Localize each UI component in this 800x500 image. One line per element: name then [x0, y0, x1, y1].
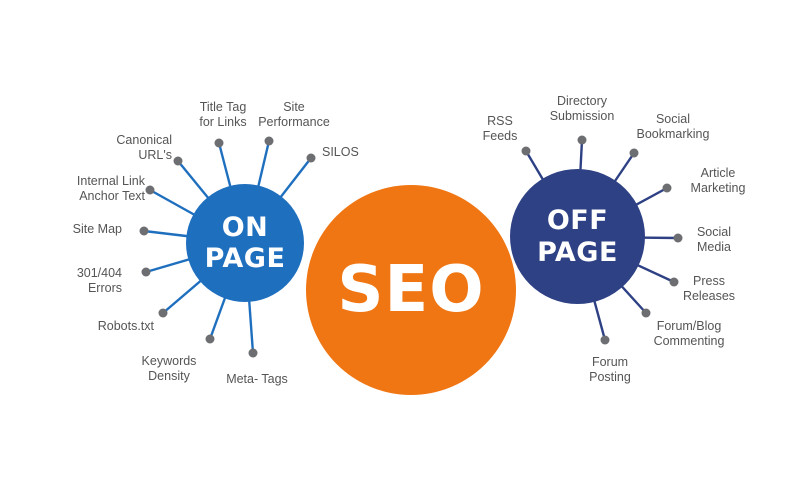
on-page-factor-label-line: Internal Link	[76, 174, 145, 188]
on-page-factor-label: Meta- Tags	[222, 372, 292, 387]
on-page-node-dot	[306, 153, 316, 163]
off-page-factor-label-line: Directory	[556, 94, 607, 108]
off-page-hub-line1: OFF	[546, 205, 609, 237]
on-page-factor-label-line: Errors	[87, 281, 122, 295]
on-page-factor-label-line: Density	[148, 369, 190, 383]
off-page-factor-label-line: RSS	[487, 114, 513, 128]
off-page-factor-label-line: Media	[696, 240, 732, 254]
off-page-factor-label-line: Submission	[549, 109, 615, 123]
on-page-hub: ON PAGE	[186, 184, 304, 302]
on-page-hub-line1: ON	[221, 211, 269, 243]
off-page-node-dot	[629, 148, 639, 158]
on-page-node-dot	[145, 185, 155, 195]
off-page-factor-label-line: Social	[655, 112, 691, 126]
seo-hub: SEO	[306, 185, 516, 395]
off-page-factor-label-line: Forum/Blog	[656, 319, 722, 333]
off-page-node-dot	[673, 233, 683, 243]
on-page-node-dot	[205, 334, 215, 344]
on-page-factor-label-line: Robots.txt	[97, 319, 154, 333]
on-page-factor-label-line: Site Map	[72, 222, 122, 236]
off-page-factor-label-line: Forum	[591, 355, 629, 369]
on-page-factor-label: SILOS	[322, 145, 372, 160]
off-page-node-dot	[641, 308, 651, 318]
off-page-factor-label-line: Press	[693, 274, 725, 288]
off-page-node-dot	[600, 335, 610, 345]
on-page-factor-label: Site Map	[62, 222, 122, 237]
on-page-factor-label-line: Title Tag	[199, 100, 247, 114]
off-page-node-dot	[662, 183, 672, 193]
on-page-factor-label: Robots.txt	[86, 319, 154, 334]
off-page-factor-label-line: Article	[700, 166, 736, 180]
off-page-factor-label-line: Bookmarking	[636, 127, 710, 141]
on-page-node-dot	[141, 267, 151, 277]
off-page-hub: OFF PAGE	[510, 169, 645, 304]
seo-hub-label: SEO	[337, 253, 485, 327]
on-page-factor-label-line: for Links	[199, 115, 247, 129]
off-page-factor-label-line: Commenting	[653, 334, 725, 348]
on-page-node-dot	[139, 226, 149, 236]
off-page-node-dot	[669, 277, 679, 287]
off-page-factor-label-line: Posting	[589, 370, 631, 384]
off-page-factor-label-line: Feeds	[482, 129, 518, 143]
off-page-factor-label-line: Social	[696, 225, 732, 239]
node-dots-layer	[139, 135, 683, 358]
on-page-factor-label-line: 301/404	[76, 266, 122, 280]
on-page-factor-label-line: Keywords	[141, 354, 197, 368]
on-page-node-dot	[214, 138, 224, 148]
on-page-node-dot	[248, 348, 258, 358]
off-page-factor-label-line: Releases	[682, 289, 736, 303]
on-page-factor-label-line: Canonical	[116, 133, 172, 147]
on-page-factor-label-line: URL's	[138, 148, 172, 162]
off-page-node-dot	[577, 135, 587, 145]
off-page-node-dot	[521, 146, 531, 156]
off-page-factor-label-line: Marketing	[690, 181, 746, 195]
on-page-node-dot	[158, 308, 168, 318]
on-page-factor-label-line: Anchor Text	[79, 189, 145, 203]
on-page-factor-label-line: Performance	[258, 115, 330, 129]
on-page-node-dot	[173, 156, 183, 166]
off-page-hub-line2: PAGE	[537, 236, 618, 268]
on-page-factor-label-line: Meta- Tags	[226, 372, 288, 386]
on-page-hub-line2: PAGE	[204, 243, 286, 274]
on-page-node-dot	[264, 136, 274, 146]
on-page-factor-label-line: SILOS	[322, 145, 359, 159]
on-page-factor-label-line: Site	[283, 100, 305, 114]
